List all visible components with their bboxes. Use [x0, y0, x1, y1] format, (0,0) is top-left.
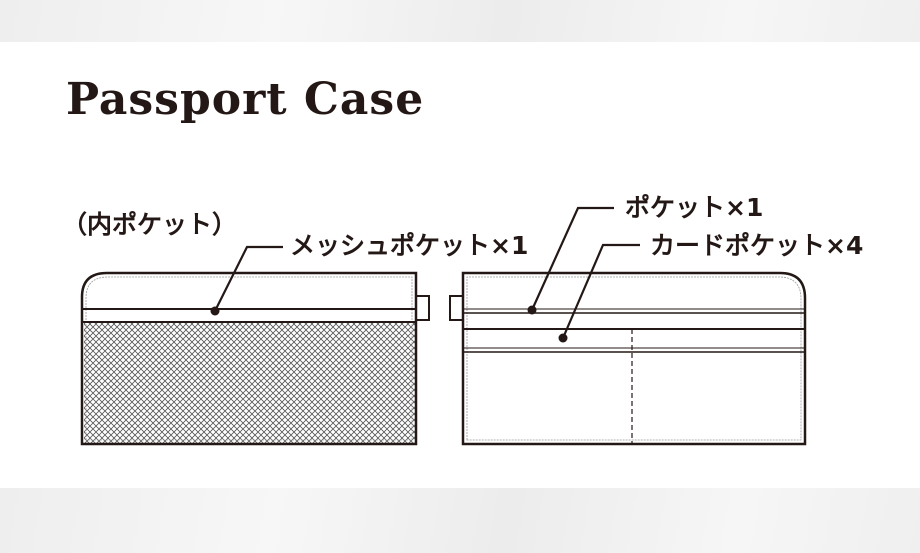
- mesh-pocket: [84, 322, 415, 443]
- card-dot: [558, 333, 568, 343]
- left-tab: [415, 295, 430, 321]
- mesh-dot: [210, 306, 220, 316]
- inner-pocket-label: （内ポケット）: [62, 210, 238, 239]
- card-leader-line: [561, 243, 640, 339]
- card-pocket-callout: カードポケット×4: [650, 231, 864, 260]
- top-background-band: [0, 0, 920, 42]
- pocket-dot: [527, 305, 537, 315]
- mesh-pocket-callout: メッシュポケット×1: [290, 231, 529, 260]
- page-title: Passport Case: [66, 74, 425, 125]
- pocket-callout: ポケット×1: [625, 193, 764, 222]
- mesh-leader-line: [214, 245, 283, 312]
- left-case-panel: [80, 271, 430, 446]
- right-case-panel: [449, 271, 807, 446]
- pocket-leader-line: [530, 206, 614, 311]
- bottom-background-band: [0, 488, 920, 553]
- right-tab: [449, 295, 464, 321]
